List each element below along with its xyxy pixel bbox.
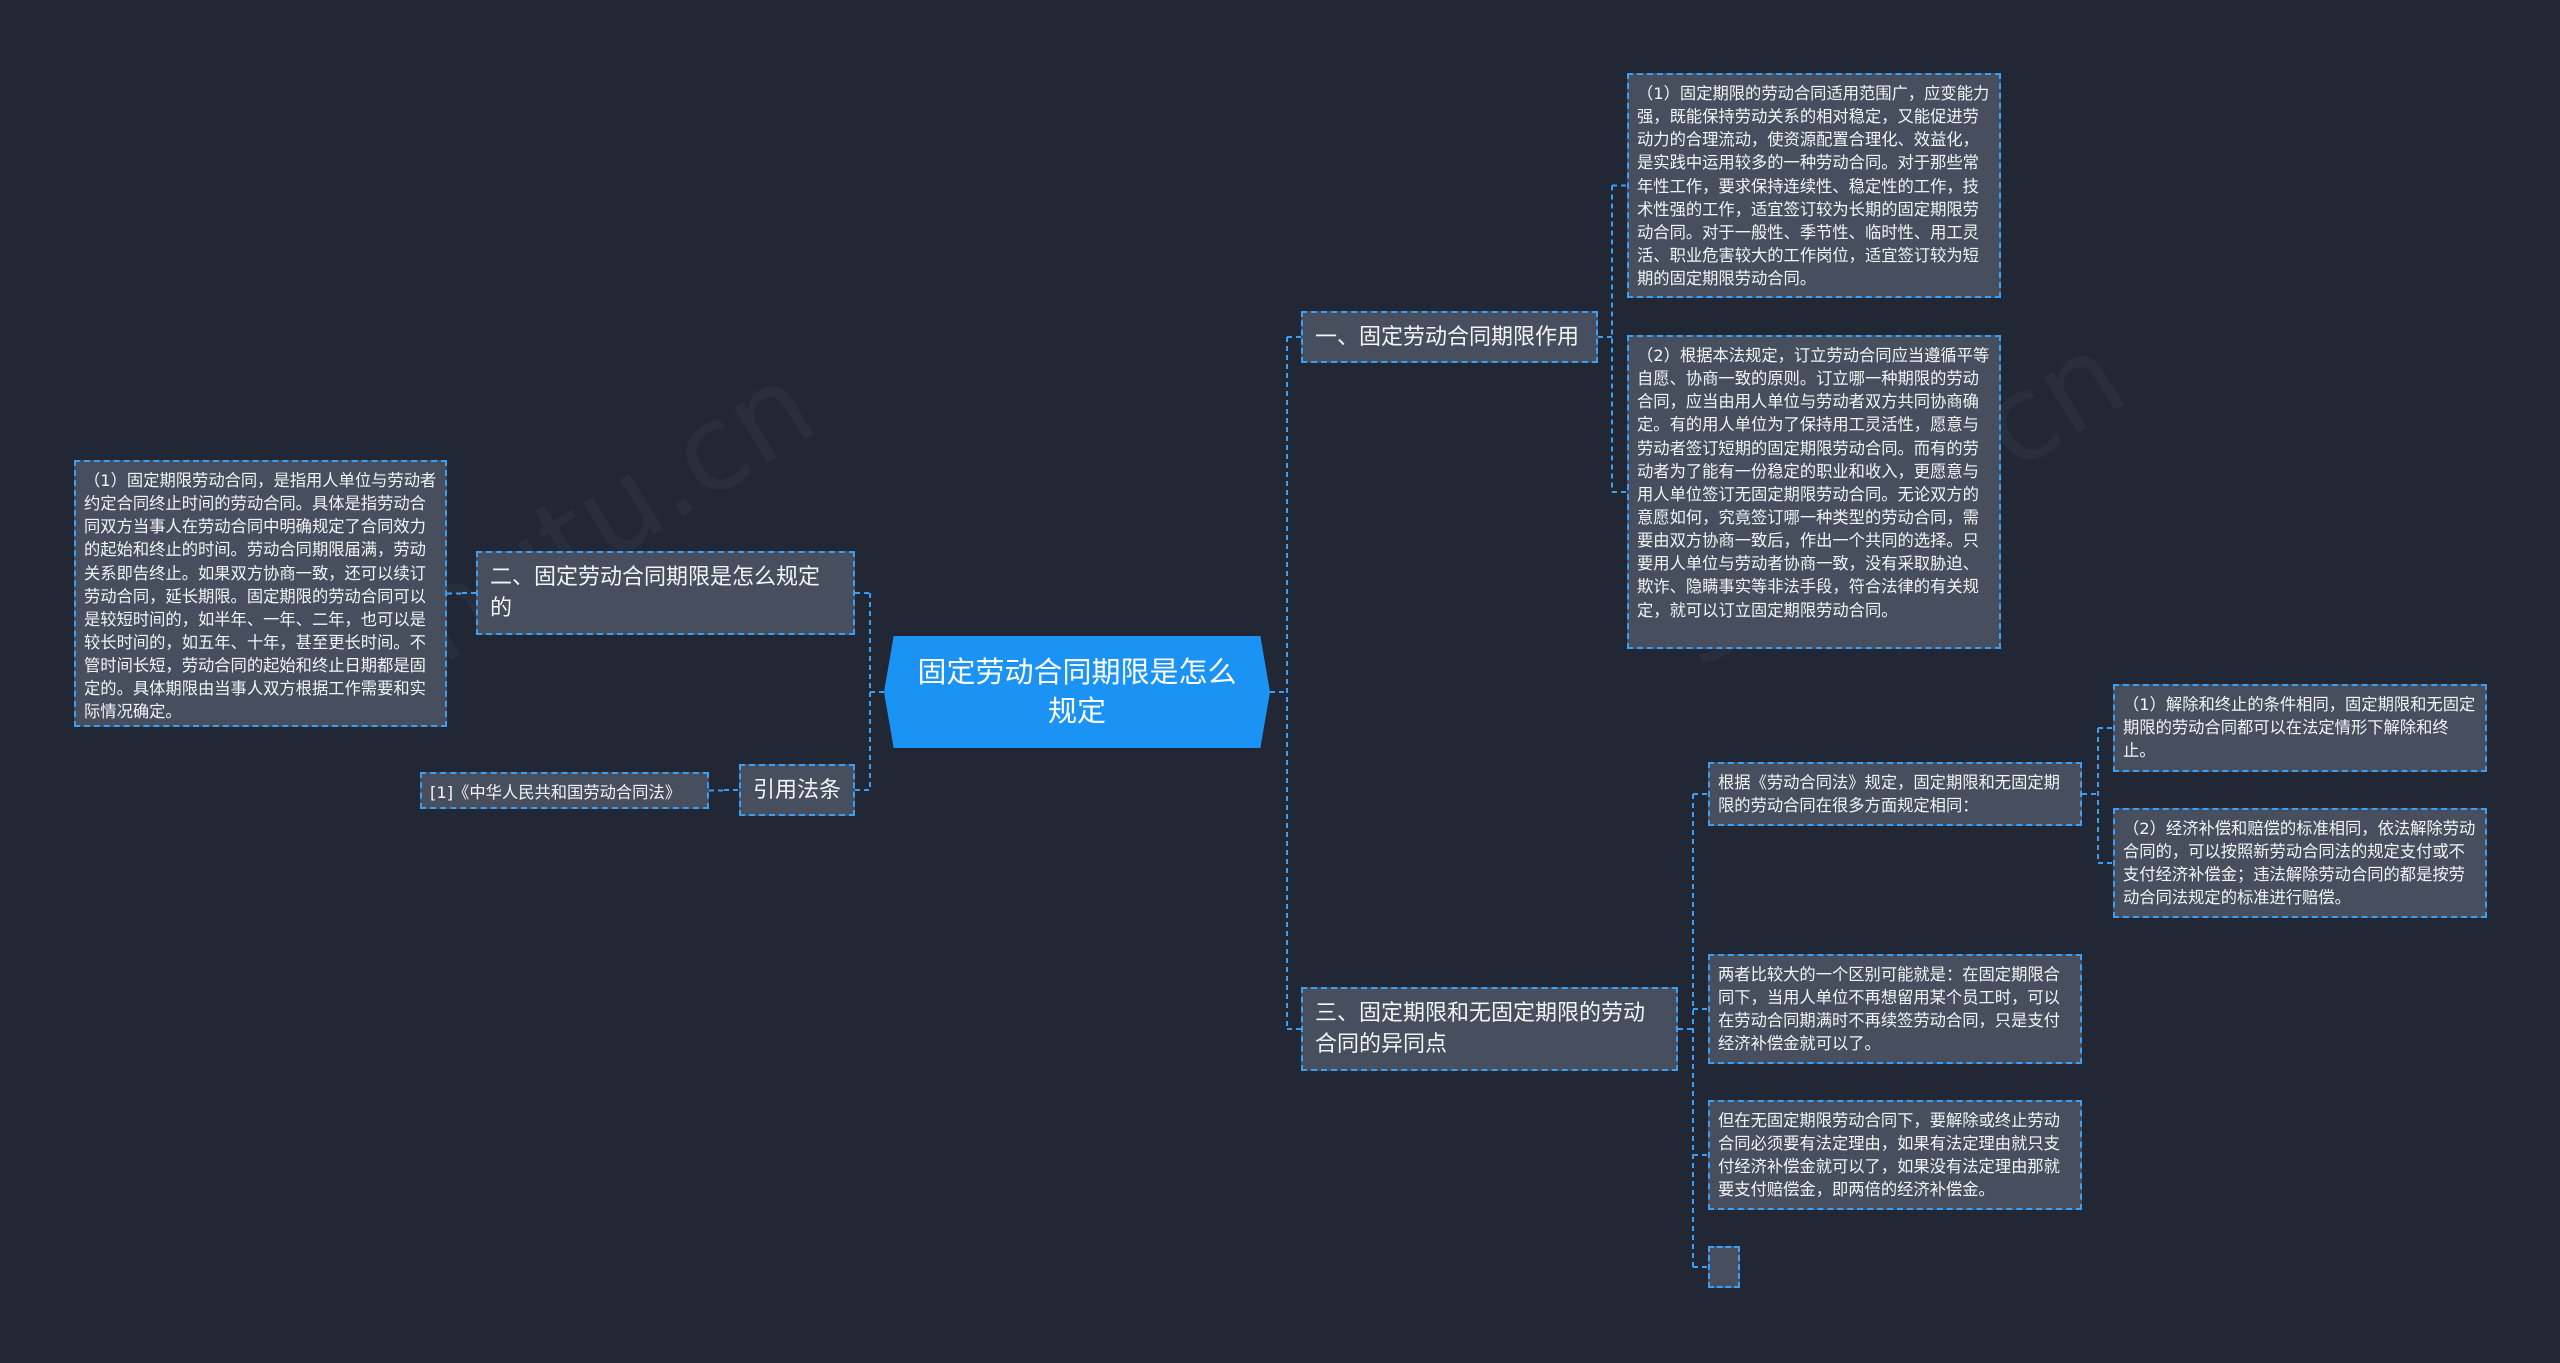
leaf-role-1[interactable]: （1）固定期限的劳动合同适用范围广，应变能力强，既能保持劳动关系的相对稳定，又能…	[1627, 73, 2001, 298]
leaf-role-1-text: （1）固定期限的劳动合同适用范围广，应变能力强，既能保持劳动关系的相对稳定，又能…	[1637, 84, 1990, 289]
leaf-difference-1[interactable]: 两者比较大的一个区别可能就是：在固定期限合同下，当用人单位不再想留用某个员工时，…	[1708, 954, 2082, 1064]
leaf-similarities[interactable]: 根据《劳动合同法》规定，固定期限和无固定期限的劳动合同在很多方面规定相同：	[1708, 762, 2082, 826]
leaf-difference-2[interactable]: 但在无固定期限劳动合同下，要解除或终止劳动合同必须要有法定理由，如果有法定理由就…	[1708, 1100, 2082, 1210]
leaf-similarity-1-text: （1）解除和终止的条件相同，固定期限和无固定期限的劳动合同都可以在法定情形下解除…	[2123, 695, 2476, 761]
branch-how-defined-label: 二、固定劳动合同期限是怎么规定的	[490, 565, 821, 622]
root-topic-label: 固定劳动合同期限是怎么规定	[917, 654, 1237, 728]
leaf-similarities-text: 根据《劳动合同法》规定，固定期限和无固定期限的劳动合同在很多方面规定相同：	[1718, 773, 2060, 816]
branch-role[interactable]: 一、固定劳动合同期限作用	[1301, 311, 1598, 363]
branch-differences[interactable]: 三、固定期限和无固定期限的劳动合同的异同点	[1301, 987, 1678, 1071]
leaf-empty[interactable]	[1708, 1246, 1740, 1288]
leaf-difference-2-text: 但在无固定期限劳动合同下，要解除或终止劳动合同必须要有法定理由，如果有法定理由就…	[1718, 1111, 2060, 1200]
leaf-how-1[interactable]: （1）固定期限劳动合同，是指用人单位与劳动者约定合同终止时间的劳动合同。具体是指…	[74, 460, 447, 727]
leaf-difference-1-text: 两者比较大的一个区别可能就是：在固定期限合同下，当用人单位不再想留用某个员工时，…	[1718, 965, 2060, 1054]
leaf-role-2[interactable]: （2）根据本法规定，订立劳动合同应当遵循平等自愿、协商一致的原则。订立哪一种期限…	[1627, 335, 2001, 649]
branch-cited-law[interactable]: 引用法条	[739, 764, 855, 816]
leaf-how-1-text: （1）固定期限劳动合同，是指用人单位与劳动者约定合同终止时间的劳动合同。具体是指…	[84, 471, 437, 722]
branch-how-defined[interactable]: 二、固定劳动合同期限是怎么规定的	[476, 551, 855, 635]
leaf-law-1-text: [1]《中华人民共和国劳动合同法》	[430, 783, 682, 802]
leaf-similarity-1[interactable]: （1）解除和终止的条件相同，固定期限和无固定期限的劳动合同都可以在法定情形下解除…	[2113, 684, 2487, 772]
leaf-role-2-text: （2）根据本法规定，订立劳动合同应当遵循平等自愿、协商一致的原则。订立哪一种期限…	[1637, 346, 1990, 620]
leaf-similarity-2-text: （2）经济补偿和赔偿的标准相同，依法解除劳动合同的，可以按照新劳动合同法的规定支…	[2123, 819, 2476, 908]
branch-cited-law-label: 引用法条	[753, 778, 842, 803]
branch-role-label: 一、固定劳动合同期限作用	[1315, 325, 1580, 350]
branch-differences-label: 三、固定期限和无固定期限的劳动合同的异同点	[1315, 1001, 1646, 1058]
leaf-similarity-2[interactable]: （2）经济补偿和赔偿的标准相同，依法解除劳动合同的，可以按照新劳动合同法的规定支…	[2113, 808, 2487, 918]
root-topic[interactable]: 固定劳动合同期限是怎么规定	[884, 636, 1270, 748]
leaf-law-1[interactable]: [1]《中华人民共和国劳动合同法》	[420, 772, 709, 809]
